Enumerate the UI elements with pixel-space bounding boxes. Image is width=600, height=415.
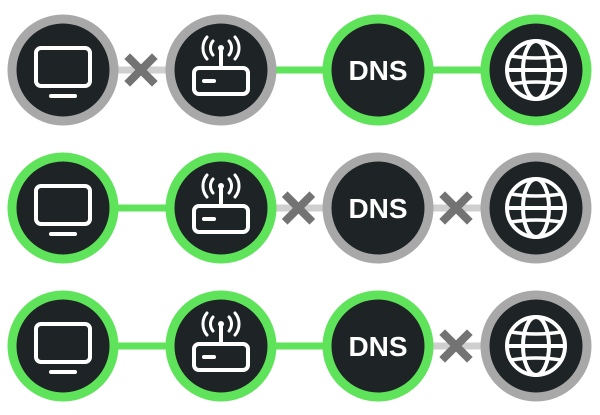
status-ring [322, 290, 434, 402]
dns-label: DNS [348, 331, 407, 362]
status-ring [7, 290, 119, 402]
node-computer [7, 290, 119, 402]
status-ring [7, 14, 119, 126]
node-internet [480, 152, 592, 264]
node-router [165, 290, 277, 402]
status-ring [7, 152, 119, 264]
diagram-row: DNS [7, 290, 592, 402]
node-router [165, 152, 277, 264]
status-ring [322, 152, 434, 264]
x-mark-icon [281, 191, 316, 225]
node-dns: DNS [322, 14, 434, 126]
node-dns: DNS [322, 290, 434, 402]
diagram-row: DNS [7, 152, 592, 264]
diagram-row: DNS [7, 14, 592, 126]
x-mark-icon [439, 191, 473, 225]
dns-label: DNS [348, 193, 407, 224]
node-dns: DNS [322, 152, 434, 264]
x-mark-icon [439, 329, 473, 363]
node-internet [480, 14, 592, 126]
dns-label: DNS [348, 55, 407, 86]
status-ring [322, 14, 434, 126]
node-internet [480, 290, 592, 402]
node-router [165, 14, 277, 126]
x-mark-icon [124, 53, 158, 87]
node-computer [7, 152, 119, 264]
node-computer [7, 14, 119, 126]
